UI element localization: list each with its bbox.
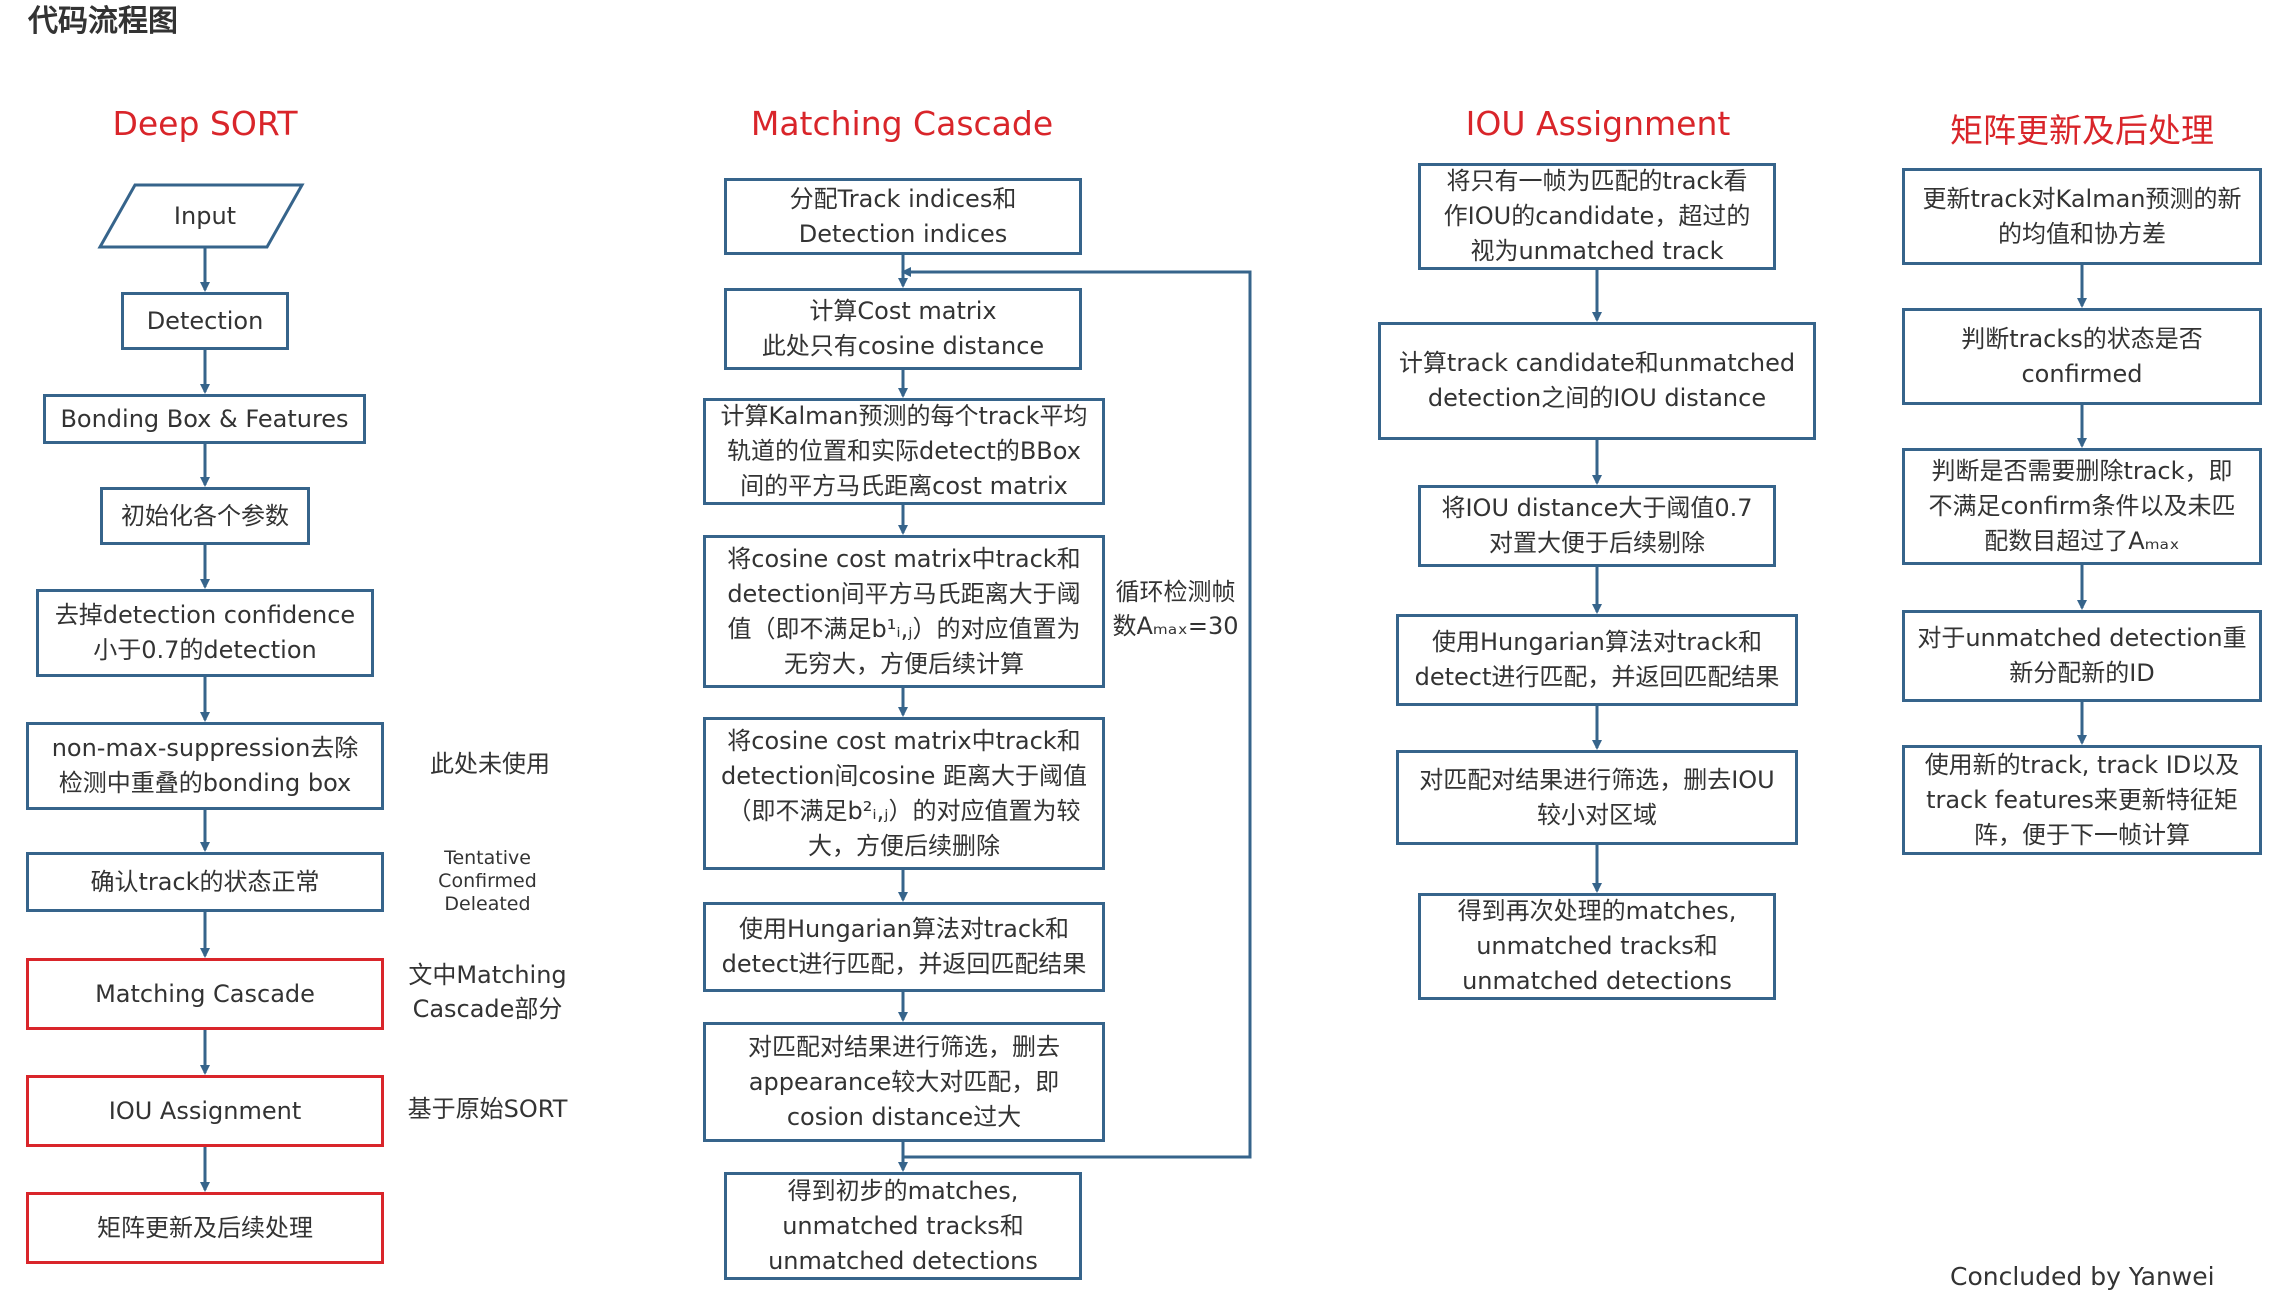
post-confirmed-check-node: 判断tracks的状态是否 confirmed <box>1902 308 2262 405</box>
confidence-filter-node: 去掉detection confidence 小于0.7的detection <box>36 589 374 677</box>
mc-gate-cosine-node: 将cosine cost matrix中track和 detection间cos… <box>703 717 1105 870</box>
post-processing-title: 矩阵更新及后处理 <box>1950 111 2214 150</box>
mc-result-node: 得到初步的matches, unmatched tracks和 unmatche… <box>724 1172 1082 1280</box>
iou-result-node: 得到再次处理的matches, unmatched tracks和 unmatc… <box>1418 893 1776 1000</box>
mc-hungarian-node: 使用Hungarian算法对track和 detect进行匹配，并返回匹配结果 <box>703 902 1105 992</box>
post-kalman-update-node: 更新track对Kalman预测的新 的均值和协方差 <box>1902 168 2262 265</box>
post-delete-check-node: 判断是否需要删除track，即 不满足confirm条件以及未匹 配数目超过了A… <box>1902 448 2262 565</box>
iou-candidate-node: 将只有一帧为匹配的track看 作IOU的candidate，超过的 视为unm… <box>1418 163 1776 270</box>
iou-assignment-step: IOU Assignment <box>26 1075 384 1147</box>
page-title: 代码流程图 <box>28 4 178 39</box>
nms-node: non-max-suppression去除 检测中重叠的bonding box <box>26 722 384 810</box>
post-feature-update-node: 使用新的track, track ID以及 track features来更新特… <box>1902 745 2262 855</box>
matching-cascade-title: Matching Cascade <box>750 104 1054 143</box>
iou-filter-node: 对匹配对结果进行筛选，删去IOU 较小对区域 <box>1396 750 1798 845</box>
iou-hungarian-node: 使用Hungarian算法对track和 detect进行匹配，并返回匹配结果 <box>1396 614 1798 706</box>
matching-cascade-step: Matching Cascade <box>26 958 384 1030</box>
bounding-box-features-node: Bonding Box & Features <box>43 394 366 444</box>
matrix-update-step: 矩阵更新及后续处理 <box>26 1192 384 1264</box>
iou-distance-node: 计算track candidate和unmatched detection之间的… <box>1378 322 1816 440</box>
nms-note: 此处未使用 <box>430 750 550 778</box>
iou-threshold-node: 将IOU distance大于阈值0.7 对置大便于后续剔除 <box>1418 485 1776 567</box>
deep-sort-title: Deep SORT <box>112 104 298 143</box>
track-state-check-node: 确认track的状态正常 <box>26 852 384 912</box>
input-node: Input <box>173 201 237 230</box>
mc-gate-mahalanobis-node: 将cosine cost matrix中track和 detection间平方马… <box>703 535 1105 688</box>
matching-cascade-note: 文中Matching Cascade部分 <box>408 961 567 1023</box>
mc-mahalanobis-node: 计算Kalman预测的每个track平均 轨道的位置和实际detect的BBox… <box>703 398 1105 505</box>
iou-note: 基于原始SORT <box>407 1095 568 1123</box>
init-params-node: 初始化各个参数 <box>100 487 310 545</box>
loop-note: 循环检测帧 数Aₘₐₓ=30 <box>1112 578 1239 640</box>
mc-filter-node: 对匹配对结果进行筛选，删去 appearance较大对匹配，即 cosion d… <box>703 1022 1105 1142</box>
post-new-id-node: 对于unmatched detection重 新分配新的ID <box>1902 610 2262 702</box>
input-parallelogram <box>97 183 305 249</box>
detection-node: Detection <box>121 292 289 350</box>
loop-back-arrow <box>901 267 1252 1159</box>
mc-assign-indices-node: 分配Track indices和 Detection indices <box>724 178 1082 255</box>
iou-assignment-title: IOU Assignment <box>1465 104 1731 143</box>
track-states-note: Tentative Confirmed Deleated <box>438 847 537 915</box>
mc-cost-matrix-node: 计算Cost matrix 此处只有cosine distance <box>724 288 1082 370</box>
author-signature: Concluded by Yanwei <box>1950 1262 2215 1291</box>
